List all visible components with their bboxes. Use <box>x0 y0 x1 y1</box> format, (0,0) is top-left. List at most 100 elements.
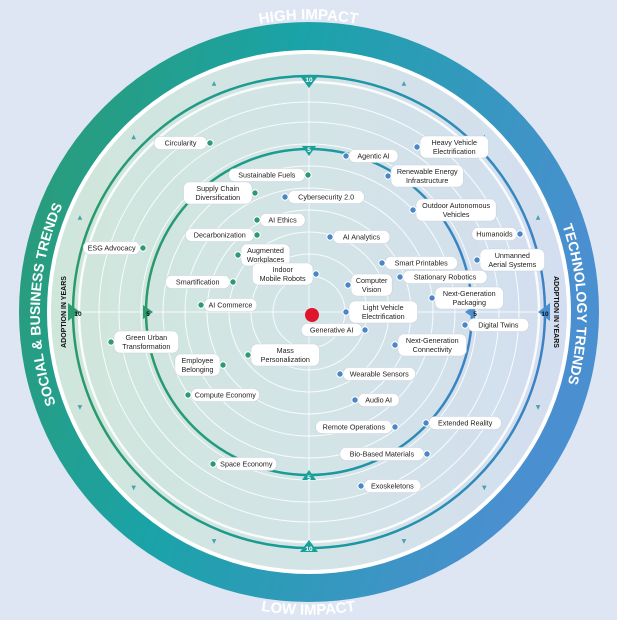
trend-label: Outdoor Autonomous <box>422 201 490 210</box>
trend-label: Agentic AI <box>357 152 389 161</box>
trend-item[interactable]: ESG Advocacy <box>82 241 147 255</box>
trend-dot <box>336 370 344 378</box>
adoption-label-left: ADOPTION IN YEARS <box>61 276 68 348</box>
trend-dot <box>342 308 350 316</box>
trend-dot <box>229 278 237 286</box>
trend-dot <box>253 216 261 224</box>
trend-item[interactable]: Sustainable Fuels <box>228 168 312 182</box>
trend-label: Circularity <box>165 139 197 148</box>
trend-dot <box>428 294 436 302</box>
trend-label: Vision <box>362 285 381 294</box>
trend-label: Transformation <box>122 342 170 351</box>
trend-dot <box>209 460 217 468</box>
left-mid-number: 5 <box>146 311 150 318</box>
band-arrow-icon: ▲ <box>402 80 407 87</box>
trend-dot <box>197 301 205 309</box>
trend-item[interactable]: Smartification <box>165 275 237 289</box>
trend-label: Indoor <box>272 265 293 274</box>
trend-label: Next-Generation <box>443 289 496 298</box>
band-arrow-icon: ▼ <box>212 538 217 545</box>
trend-item[interactable]: Remote Operations <box>315 420 399 434</box>
trend-item[interactable]: Agentic AI <box>342 149 399 163</box>
trend-dot <box>244 351 252 359</box>
trend-label: Light Vehicle <box>363 303 404 312</box>
trend-label: Employee <box>181 356 213 365</box>
trend-item[interactable]: Smart Printables <box>378 256 458 270</box>
trend-item[interactable]: Humanoids <box>471 227 524 241</box>
trend-label: Packaging <box>452 298 486 307</box>
trend-item[interactable]: AI Analytics <box>326 230 391 244</box>
trend-label: Smartification <box>176 278 220 287</box>
trend-label: Mobile Robots <box>260 274 306 283</box>
trend-item[interactable]: Stationary Robotics <box>396 270 488 284</box>
trend-label: AI Analytics <box>343 233 381 242</box>
trend-item[interactable]: Compute Economy <box>184 388 260 402</box>
trend-item[interactable]: AI Ethics <box>253 213 306 227</box>
trend-dot <box>413 143 421 151</box>
right-outer-number: 10 <box>541 311 549 318</box>
trend-item[interactable]: Bio-Based Materials <box>339 447 431 461</box>
trend-label: Vehicles <box>443 210 470 219</box>
top-mid-marker <box>302 146 316 156</box>
trend-dot <box>281 193 289 201</box>
trend-item[interactable]: Circularity <box>153 136 214 150</box>
band-arrow-icon: ▼ <box>131 484 136 491</box>
trend-label: Space Economy <box>220 460 273 469</box>
trend-label: Computer <box>356 276 388 285</box>
trend-label: Belonging <box>181 365 213 374</box>
trend-label: Diversification <box>195 193 240 202</box>
trend-item[interactable]: Decarbonization <box>185 228 261 242</box>
trend-dot <box>344 281 352 289</box>
trend-item[interactable]: Wearable Sensors <box>336 367 416 381</box>
trend-label: Exoskeletons <box>371 482 414 491</box>
trend-item[interactable]: Exoskeletons <box>357 479 422 493</box>
trend-label: Sustainable Fuels <box>238 171 296 180</box>
trend-label: Workplaces <box>247 255 285 264</box>
trend-dot <box>378 259 386 267</box>
trend-item[interactable]: AI Commerce <box>197 298 258 312</box>
band-arrow-icon: ▲ <box>131 134 136 141</box>
trend-item[interactable]: Audio AI <box>351 393 400 407</box>
trend-item[interactable]: Space Economy <box>209 457 278 471</box>
left-mid-marker <box>143 305 153 319</box>
band-arrow-icon: ▲ <box>536 214 541 221</box>
trend-label: Bio-Based Materials <box>350 450 415 459</box>
right-outer-marker <box>538 303 550 321</box>
band-arrow-icon: ▲ <box>78 214 83 221</box>
trend-label: Smart Printables <box>395 259 449 268</box>
right-mid-number: 5 <box>473 311 477 318</box>
trend-dot <box>184 391 192 399</box>
trend-label: Infrastructure <box>406 176 448 185</box>
trend-item[interactable]: Generative AI <box>300 323 369 337</box>
trend-dot <box>461 321 469 329</box>
trend-dot <box>473 256 481 264</box>
top-outer-number: 10 <box>305 77 313 84</box>
trend-dot <box>253 231 261 239</box>
trend-dot <box>396 273 404 281</box>
trend-dot <box>326 233 334 241</box>
trend-label: ESG Advocacy <box>88 244 136 253</box>
trend-label: Supply Chain <box>196 184 239 193</box>
low-impact-title: LOW IMPACT <box>260 598 356 619</box>
bottom-mid-number: 5 <box>307 475 311 482</box>
trend-item[interactable]: Cybersecurity 2.0 <box>281 190 365 204</box>
trend-item[interactable]: Extended Reality <box>422 416 502 430</box>
trend-dot <box>384 172 392 180</box>
trend-label: Connectivity <box>413 345 453 354</box>
trend-item[interactable]: Digital Twins <box>461 318 530 332</box>
trend-label: Audio AI <box>365 396 392 405</box>
band-arrow-icon: ▼ <box>402 538 407 545</box>
